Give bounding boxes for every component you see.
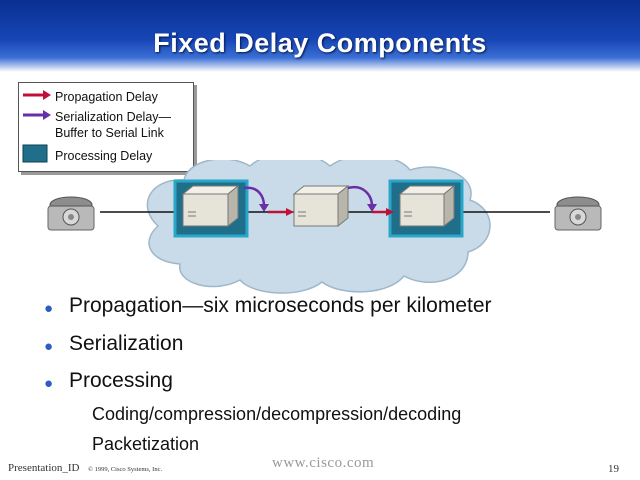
bullet-dot-icon: ● [44, 375, 54, 392]
footer-url: www.cisco.com [272, 455, 375, 471]
legend-label-processing: Processing Delay [55, 149, 153, 163]
network-diagram [47, 160, 602, 294]
bullet-dot-icon: ● [44, 338, 54, 355]
sub-bullet-coding: Coding/compression/decompression/decodin… [92, 404, 462, 424]
legend-label-propagation: Propagation Delay [55, 90, 158, 104]
middle-device-icon [292, 184, 350, 228]
footer-page-number: 19 [608, 463, 619, 475]
processing-swatch-icon [22, 144, 48, 163]
left-device-processing-icon [173, 179, 249, 238]
left-phone-icon [47, 196, 95, 231]
footer-copyright: © 1999, Cisco Systems, Inc. [88, 466, 163, 473]
propagation-arrow-mid-icon [372, 208, 394, 216]
sub-bullet-packetization: Packetization [92, 434, 200, 454]
serialization-arrow-icon [23, 110, 51, 120]
serialization-arrow-mid-icon [347, 185, 377, 212]
slide-title: Fixed Delay Components [153, 28, 487, 58]
bullet-dot-icon: ● [44, 300, 54, 317]
right-phone-icon [554, 196, 602, 231]
serialization-arrow-left-icon [243, 186, 269, 212]
footer-presentation-id: Presentation_ID [8, 462, 80, 474]
title-banner [0, 0, 640, 72]
legend-label-serialization: Serialization Delay— Buffer to Serial Li… [55, 110, 172, 140]
propagation-arrow-left-icon [268, 208, 294, 216]
propagation-arrow-icon [23, 90, 51, 100]
right-device-processing-icon [388, 179, 464, 238]
legend-box: Propagation Delay Serialization Delay— B… [18, 82, 194, 172]
legend-swatches [22, 90, 51, 163]
